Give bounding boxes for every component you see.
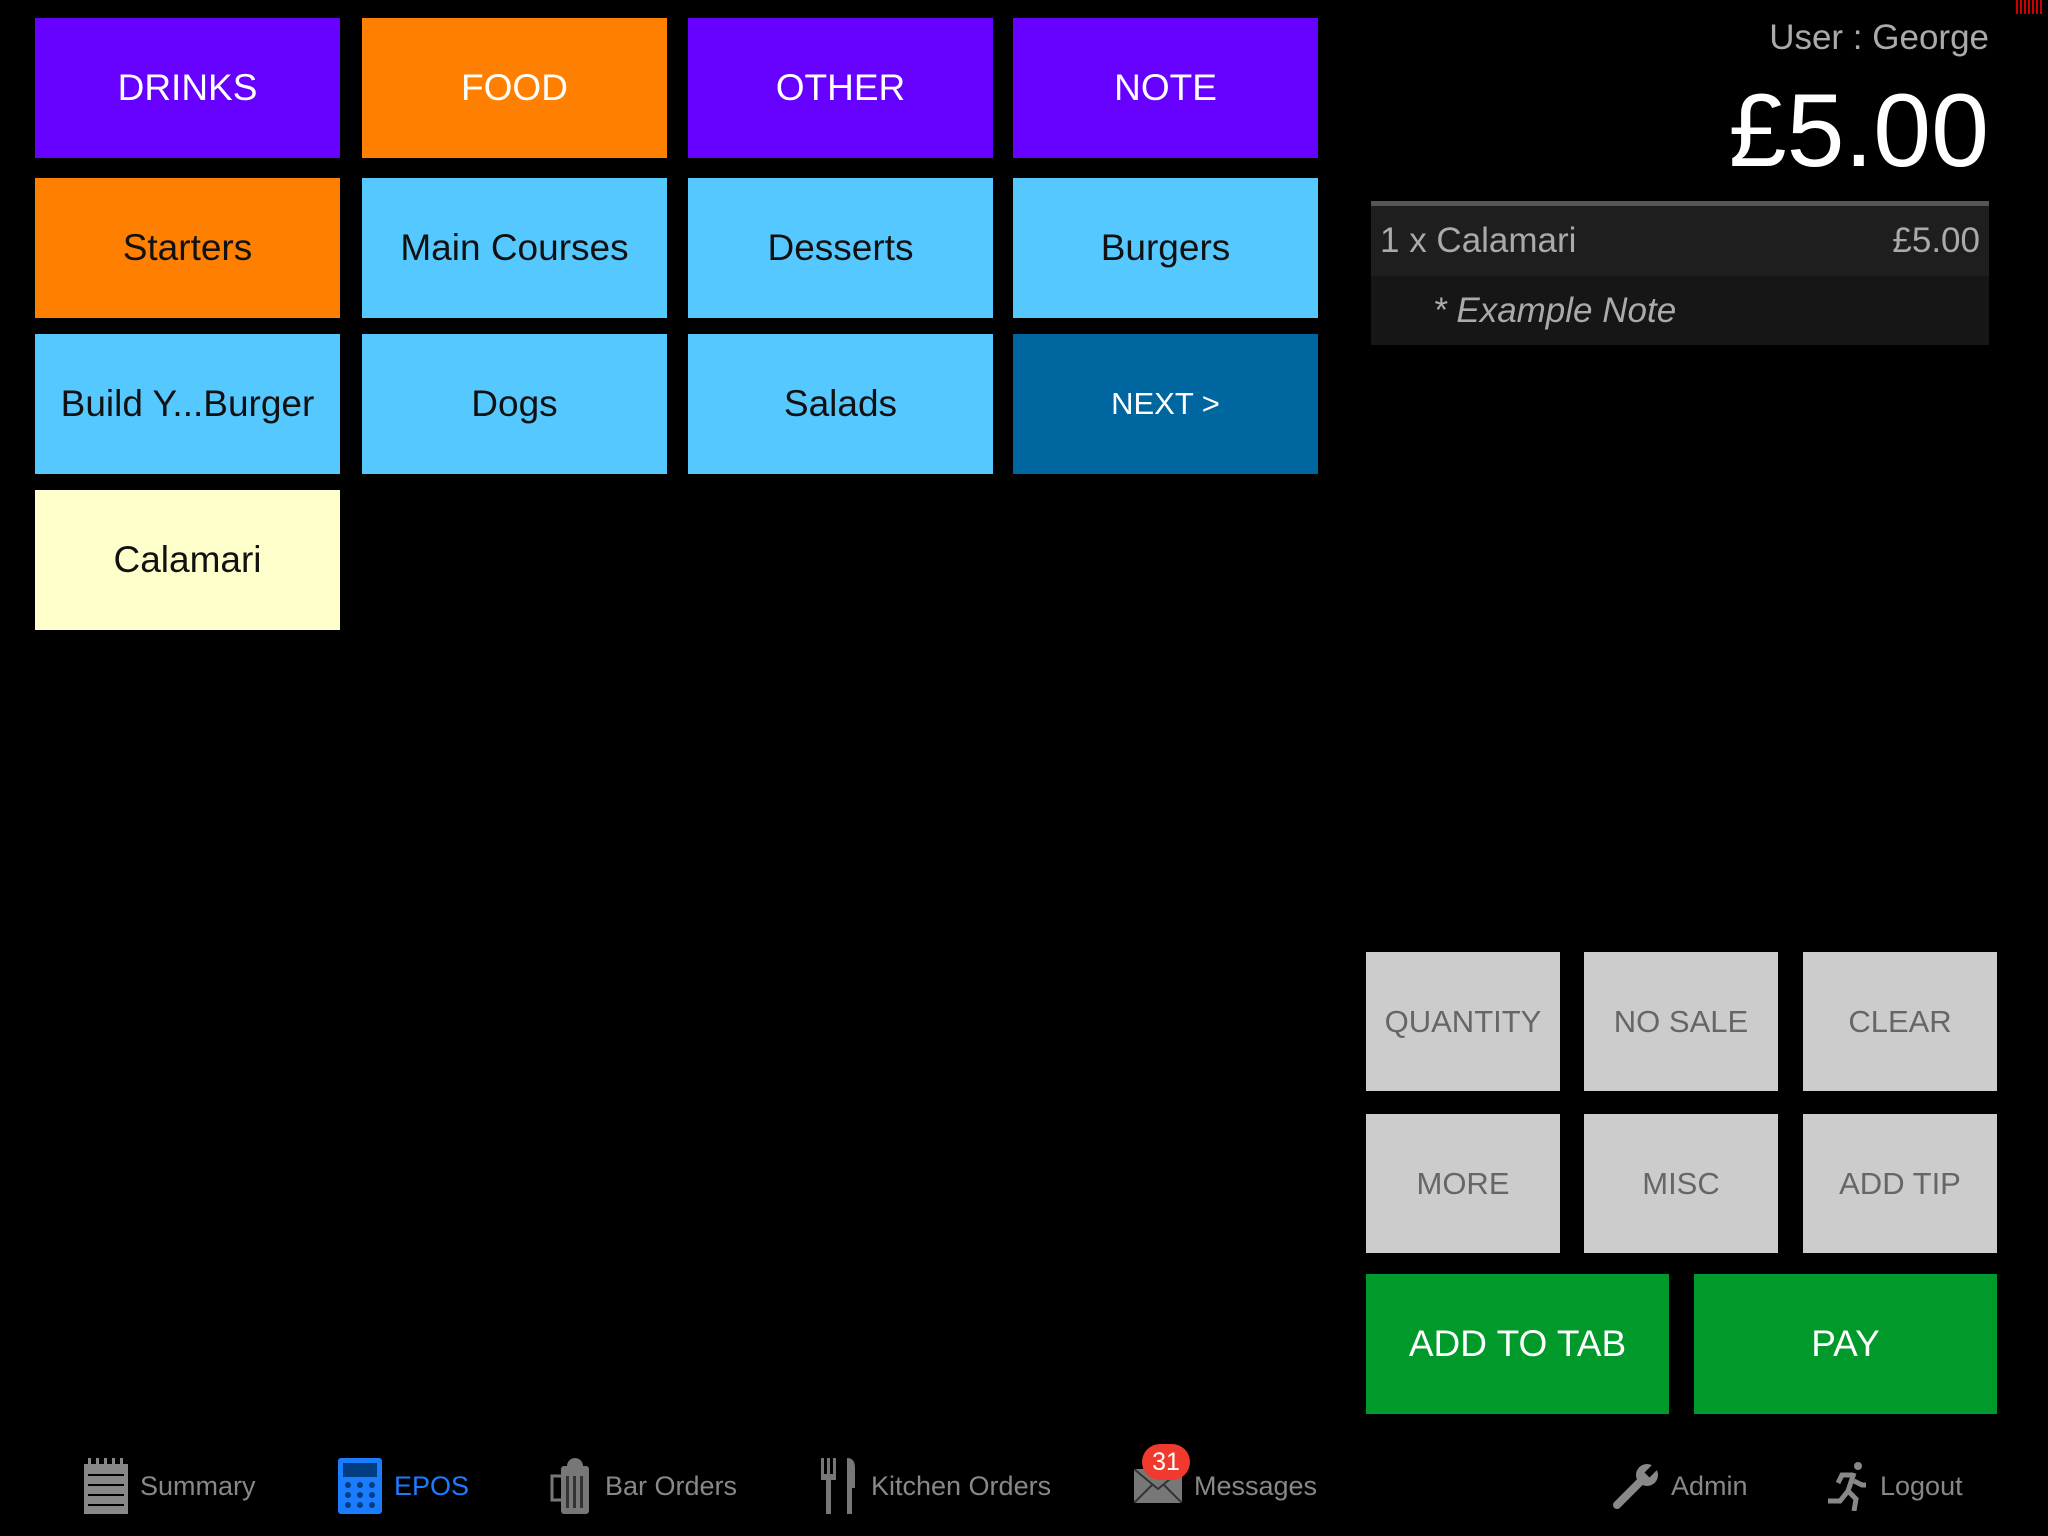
pay-button[interactable]: PAY [1694, 1274, 1997, 1414]
status-barcode [2016, 0, 2042, 14]
beer-icon [550, 1458, 589, 1514]
add-tip-button[interactable]: ADD TIP [1803, 1114, 1997, 1253]
tab-label: Messages [1194, 1470, 1318, 1501]
tab-label: Kitchen Orders [871, 1470, 1052, 1501]
order-list: 1 x Calamari £5.00 * Example Note [1371, 201, 1989, 345]
order-total: £5.00 [1728, 73, 1989, 189]
subcategory-starters-button[interactable]: Starters [35, 178, 340, 318]
notepad-icon [84, 1458, 128, 1514]
tab-summary[interactable]: Summary [84, 1456, 256, 1516]
subcategory-main-courses-button[interactable]: Main Courses [362, 178, 667, 318]
tab-kitchen-orders[interactable]: Kitchen Orders [819, 1456, 1051, 1516]
subcategory-burgers-button[interactable]: Burgers [1013, 178, 1318, 318]
more-button[interactable]: MORE [1366, 1114, 1560, 1253]
user-label: User : George [1769, 18, 1989, 57]
fork-knife-icon [821, 1458, 855, 1514]
tab-label: Summary [140, 1470, 256, 1501]
misc-button[interactable]: MISC [1584, 1114, 1778, 1253]
category-drinks-button[interactable]: DRINKS [35, 18, 340, 158]
tab-admin[interactable]: Admin [1613, 1456, 1748, 1516]
messages-badge: 31 [1142, 1444, 1190, 1480]
subcategory-dogs-button[interactable]: Dogs [362, 334, 667, 474]
subcategory-salads-button[interactable]: Salads [688, 334, 993, 474]
order-line[interactable]: 1 x Calamari £5.00 [1371, 206, 1989, 276]
category-note-button[interactable]: NOTE [1013, 18, 1318, 158]
tab-label: Admin [1671, 1470, 1748, 1501]
clear-button[interactable]: CLEAR [1803, 952, 1997, 1091]
order-line-price: £5.00 [1892, 221, 1980, 260]
item-calamari-button[interactable]: Calamari [35, 490, 340, 630]
tab-bar-orders[interactable]: Bar Orders [549, 1456, 737, 1516]
wrench-icon [1613, 1463, 1659, 1509]
subcategory-build-your-burger-button[interactable]: Build Y...Burger [35, 334, 340, 474]
tab-label: Logout [1880, 1470, 1963, 1501]
category-other-button[interactable]: OTHER [688, 18, 993, 158]
quantity-button[interactable]: QUANTITY [1366, 952, 1560, 1091]
tab-epos[interactable]: EPOS [338, 1456, 469, 1516]
order-line-description: 1 x Calamari [1380, 221, 1577, 260]
calculator-icon [338, 1458, 382, 1514]
next-page-button[interactable]: NEXT > [1013, 334, 1318, 474]
no-sale-button[interactable]: NO SALE [1584, 952, 1778, 1091]
tab-label: EPOS [394, 1470, 470, 1501]
category-food-button[interactable]: FOOD [362, 18, 667, 158]
subcategory-desserts-button[interactable]: Desserts [688, 178, 993, 318]
order-line-note: * Example Note [1371, 276, 1989, 345]
tab-label: Bar Orders [605, 1470, 738, 1501]
running-man-icon [1828, 1462, 1866, 1511]
add-to-tab-button[interactable]: ADD TO TAB [1366, 1274, 1669, 1414]
tab-messages[interactable]: Messages [1134, 1456, 1317, 1516]
tab-logout[interactable]: Logout [1828, 1456, 1963, 1516]
